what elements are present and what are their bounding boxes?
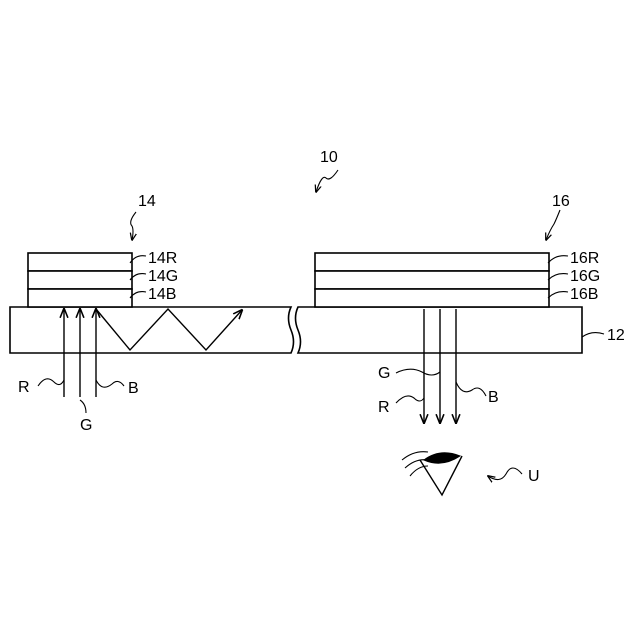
callout-arrow-u: [488, 468, 522, 480]
callout-arrow-10: [316, 170, 338, 192]
layer-16r: [315, 253, 549, 271]
layer-14b: [28, 289, 132, 307]
label-output-blue: B: [488, 389, 499, 406]
label-user: U: [528, 468, 540, 485]
layer-16b: [315, 289, 549, 307]
layer-14g: [28, 271, 132, 289]
label-output-green: G: [378, 365, 390, 382]
label-input-red: R: [18, 379, 30, 396]
leader-16r: [548, 256, 568, 263]
label-device: 10: [320, 149, 338, 166]
layer-16g: [315, 271, 549, 289]
leader-out-b: [456, 382, 486, 396]
label-waveguide: 12: [607, 327, 625, 344]
label-input-blue: B: [128, 380, 139, 397]
label-16b: 16B: [570, 286, 598, 303]
leader-12: [582, 333, 604, 337]
waveguide-right: [296, 307, 583, 353]
label-16r: 16R: [570, 250, 599, 267]
label-in-coupler: 14: [138, 193, 156, 210]
label-out-coupler: 16: [552, 193, 570, 210]
label-14b: 14B: [148, 286, 176, 303]
leader-16b: [548, 292, 568, 298]
layer-14r: [28, 253, 132, 271]
waveguide-left: [10, 307, 294, 353]
leader-in-r: [38, 379, 64, 386]
leader-in-b: [96, 380, 124, 387]
leader-in-g: [80, 400, 86, 413]
label-input-green: G: [80, 417, 92, 434]
label-output-red: R: [378, 399, 390, 416]
eye-icon: [402, 452, 462, 495]
label-14g: 14G: [148, 268, 178, 285]
leader-16g: [548, 274, 568, 280]
callout-arrow-16: [546, 210, 560, 240]
callout-arrow-14: [131, 212, 136, 240]
leader-out-r: [396, 396, 424, 403]
label-16g: 16G: [570, 268, 600, 285]
label-14r: 14R: [148, 250, 177, 267]
leader-out-g: [396, 369, 440, 375]
